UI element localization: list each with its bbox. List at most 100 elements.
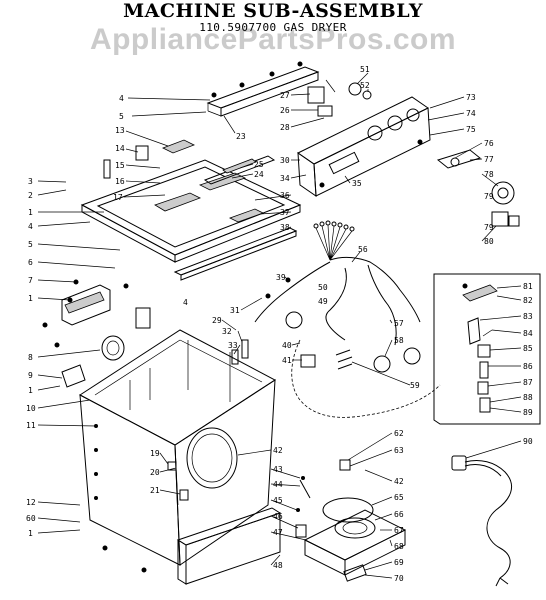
callout: 10 (26, 404, 36, 413)
callout: 4 (183, 298, 188, 307)
callout: 42 (273, 446, 283, 455)
callout: 40 (282, 341, 292, 350)
callout: 48 (273, 561, 283, 570)
callout: 29 (212, 316, 222, 325)
callout: 46 (273, 512, 283, 521)
callout: 57 (394, 319, 404, 328)
callout: 17 (113, 193, 123, 202)
callout: 23 (236, 132, 246, 141)
callout: 6 (28, 258, 33, 267)
callout: 30 (280, 156, 290, 165)
callout: 66 (394, 510, 404, 519)
callout: 8 (28, 353, 33, 362)
callout: 84 (523, 329, 533, 338)
callout: 14 (115, 144, 125, 153)
callout: 13 (115, 126, 125, 135)
callout: 26 (280, 106, 290, 115)
callout: 52 (360, 81, 370, 90)
callout: 15 (115, 161, 125, 170)
callout: 59 (410, 381, 420, 390)
callout: 27 (280, 91, 290, 100)
callout: 4 (119, 94, 124, 103)
callout: 33 (228, 341, 238, 350)
callout: 1 (28, 386, 33, 395)
callout: 24 (254, 170, 264, 179)
leader-lines (37, 72, 522, 579)
top-cover (80, 159, 302, 263)
callout: 34 (280, 174, 290, 183)
callout: 2 (28, 191, 33, 200)
callout: 21 (150, 486, 160, 495)
callout-labels: 4 5 23 13 14 15 16 17 3 2 1 4 5 6 7 1 8 … (26, 65, 533, 583)
callout: 74 (466, 109, 476, 118)
callout: 77 (484, 155, 494, 164)
small-bracket-13 (103, 139, 195, 179)
left-bracket-parts (42, 279, 151, 388)
callout: 28 (280, 123, 290, 132)
callout: 9 (28, 371, 33, 380)
callout: 78 (484, 170, 494, 179)
front-trim-strip (173, 227, 298, 281)
callout: 62 (394, 429, 404, 438)
callout: 36 (280, 191, 290, 200)
terminal-block (300, 349, 353, 370)
callout: 90 (523, 437, 533, 446)
callout: 65 (394, 493, 404, 502)
callout: 42 (394, 477, 404, 486)
watermark-text: AppliancePartsPros.com (89, 23, 457, 56)
callout: 60 (26, 514, 36, 523)
access-panel (102, 507, 282, 585)
callout: 1 (28, 208, 33, 217)
power-cord (451, 455, 513, 587)
callout: 80 (484, 237, 494, 246)
callout: 5 (28, 240, 33, 249)
callout: 87 (523, 378, 533, 387)
callout: 1 (28, 529, 33, 538)
callout: 63 (394, 446, 404, 455)
callout: 25 (254, 160, 264, 169)
callout: 67 (394, 526, 404, 535)
callout: 86 (523, 362, 533, 371)
callout: 79 (484, 223, 494, 232)
power-lead-dashed (291, 339, 441, 418)
callout: 20 (150, 468, 160, 477)
timer-assembly (436, 149, 520, 227)
callout: 79 (484, 192, 494, 201)
callout: 58 (394, 336, 404, 345)
rear-top-panel (206, 61, 320, 117)
callout: 35 (352, 179, 362, 188)
callout: 51 (360, 65, 370, 74)
callout: 85 (523, 344, 533, 353)
callout: 89 (523, 408, 533, 417)
callout: 73 (466, 93, 476, 102)
callout: 47 (273, 528, 283, 537)
callout: 4 (28, 222, 33, 231)
model-number: 110.5907700 GAS DRYER (199, 21, 347, 34)
top-strip (203, 155, 276, 185)
callout: 12 (26, 498, 36, 507)
callout: 41 (282, 356, 292, 365)
callout: 43 (273, 465, 283, 474)
callout: 1 (28, 294, 33, 303)
callout: 70 (394, 574, 404, 583)
callout: 49 (318, 297, 328, 306)
push-switch (307, 79, 336, 117)
wire-harness (254, 220, 421, 373)
callout: 88 (523, 393, 533, 402)
callout: 44 (273, 480, 283, 489)
callout: 50 (318, 283, 328, 292)
callout: 31 (230, 306, 240, 315)
callout: 38 (280, 223, 290, 232)
callout: 76 (484, 139, 494, 148)
control-knob (348, 82, 372, 100)
callout: 37 (280, 208, 290, 217)
callout: 39 (276, 273, 286, 282)
cabinet (79, 329, 276, 566)
callout: 82 (523, 296, 533, 305)
callout: 19 (150, 449, 160, 458)
callout: 45 (273, 496, 283, 505)
callout: 68 (394, 542, 404, 551)
callout: 69 (394, 558, 404, 567)
